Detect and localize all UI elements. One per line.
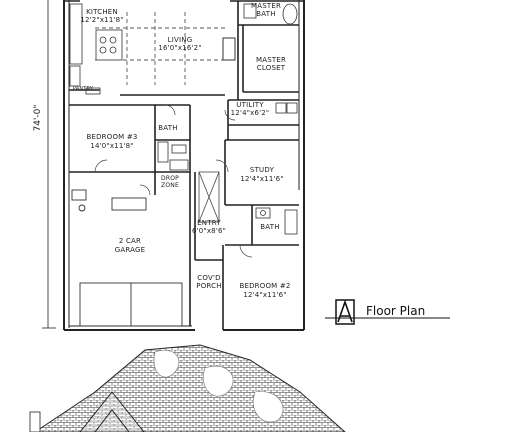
utility-fixtures [275,102,298,114]
master-bath-label: MASTER [251,2,281,10]
living-ceiling-beams [95,12,228,85]
door-swings [94,104,253,258]
plan-title-block: A Floor Plan [325,299,450,325]
utility-size: 12'4"x6'2" [231,109,270,117]
bath2-fixtures [255,207,298,235]
overall-dimension: 74'-0" [33,0,56,329]
entry-size: 6'0"x8'6" [192,227,226,235]
covd-porch-label-2: PORCH [196,282,221,290]
master-closet-label: MASTER [256,56,286,64]
master-closet-label-2: CLOSET [257,64,286,72]
living-label: LIVING [168,36,193,44]
kitchen-size: 12'2"x11'8" [80,16,123,24]
study-size: 12'4"x11'6" [240,175,283,183]
fireplace [222,37,236,61]
interior-walls [69,1,299,330]
bedroom2-label: BEDROOM #2 [239,282,290,290]
bath-fixtures [157,141,189,171]
plan-title: Floor Plan [366,304,425,318]
bedroom3-label: BEDROOM #3 [86,133,137,141]
pantry-label: PANTRY [73,86,94,92]
master-bath-label-2: BATH [256,10,275,18]
drop-zone-label: DROP [161,175,179,182]
bedroom2-size: 12'4"x11'6" [243,291,286,299]
drop-zone-label-2: ZONE [161,182,179,189]
garage-label: 2 CAR [119,237,141,245]
entry-label: ENTRY [197,219,221,227]
garage-details [71,189,183,327]
garage-label-2: GARAGE [115,246,146,254]
entry-rug [198,171,220,223]
master-bath-fixtures [243,3,298,25]
covd-porch-label: COV'D [197,274,220,282]
room-labels: KITCHEN 12'2"x11'8" MASTER BATH LIVING 1… [73,2,291,299]
kitchen-label: KITCHEN [86,8,118,16]
plan-badge: A [339,309,351,324]
living-size: 16'0"x16'2" [158,44,201,52]
bath-label: BATH [158,124,177,132]
utility-label: UTILITY [236,101,264,109]
bedroom3-size: 14'0"x11'8" [90,142,133,150]
kitchen-fixtures [69,3,123,95]
elevation-roof [29,344,346,432]
study-label: STUDY [250,166,275,174]
bath2-label: BATH [260,223,279,231]
overall-dimension-label: 74'-0" [33,104,43,131]
exterior-walls [63,0,305,331]
